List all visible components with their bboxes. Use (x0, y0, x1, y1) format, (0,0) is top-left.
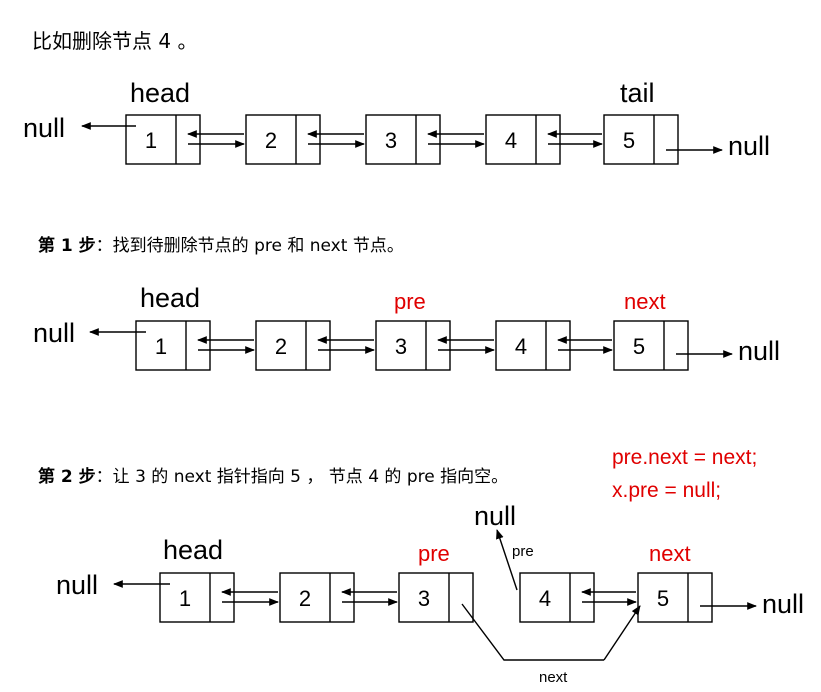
node-value: 4 (539, 586, 551, 611)
node-value: 1 (155, 334, 167, 359)
node-1: 1 (135, 320, 211, 371)
null-label-right: null (728, 131, 770, 161)
node-value: 2 (299, 586, 311, 611)
bypass-next-path (461, 603, 604, 661)
null-label-right: null (738, 336, 780, 366)
next-label: next (624, 289, 666, 314)
node-value: 1 (145, 128, 157, 153)
node-value: 2 (265, 128, 277, 153)
step2-caption: 第 2 步：让 3 的 next 指针指向 5 ， 节点 4 的 pre 指向空… (38, 466, 508, 487)
null-label-left: null (23, 113, 65, 143)
head-label: head (140, 283, 200, 313)
node-value: 5 (623, 128, 635, 153)
node-2: 2 (255, 320, 331, 371)
bypass-next-arrow (603, 605, 641, 661)
head-label: head (130, 78, 190, 108)
node-value: 2 (275, 334, 287, 359)
null-label-left: null (33, 318, 75, 348)
tail-label: tail (620, 78, 655, 108)
node-value: 3 (395, 334, 407, 359)
node-value: 3 (385, 128, 397, 153)
pre-label: pre (394, 289, 426, 314)
row-step2: head pre next null null null pre next 1 … (56, 501, 804, 686)
node-value: 4 (505, 128, 517, 153)
step1-text: ：找到待删除节点的 pre 和 next 节点。 (96, 236, 404, 256)
node-3: 3 (365, 114, 441, 165)
node-1: 1 (125, 114, 201, 165)
null-label-right: null (762, 589, 804, 619)
node-5: 5 (613, 320, 689, 371)
next-label: next (649, 541, 691, 566)
node-value: 5 (633, 334, 645, 359)
step1-caption: 第 1 步：找到待删除节点的 pre 和 next 节点。 (38, 235, 404, 256)
node-5: 5 (637, 572, 713, 623)
intro-caption: 比如删除节点 4 。 (32, 29, 197, 53)
code-line-2: x.pre = null; (612, 479, 721, 502)
node-value: 1 (179, 586, 191, 611)
pre-label: pre (418, 541, 450, 566)
null-label-left: null (56, 570, 98, 600)
node-3: 3 (375, 320, 451, 371)
node-value: 4 (515, 334, 527, 359)
row-original: head tail null null 1 2 3 4 5 (23, 78, 770, 165)
step1-prefix: 第 1 步 (38, 235, 96, 256)
code-line-1: pre.next = next; (612, 446, 757, 469)
pre-edge-label: pre (512, 543, 534, 560)
node-5: 5 (603, 114, 679, 165)
step2-text: ：让 3 的 next 指针指向 5 ， 节点 4 的 pre 指向空。 (96, 467, 508, 487)
node-4: 4 (495, 320, 571, 371)
pre-arrow-to-null-top (496, 529, 518, 591)
next-edge-label: next (539, 669, 568, 686)
null-label-top: null (474, 501, 516, 531)
node-4: 4 (519, 572, 595, 623)
node-2: 2 (245, 114, 321, 165)
head-label: head (163, 535, 223, 565)
node-value: 3 (418, 586, 430, 611)
node-value: 5 (657, 586, 669, 611)
step2-prefix: 第 2 步 (38, 466, 96, 487)
node-1: 1 (159, 572, 235, 623)
node-3: 3 (398, 572, 474, 623)
node-2: 2 (279, 572, 355, 623)
row-step1: head pre next null null 1 2 3 4 5 (33, 283, 780, 371)
node-4: 4 (485, 114, 561, 165)
